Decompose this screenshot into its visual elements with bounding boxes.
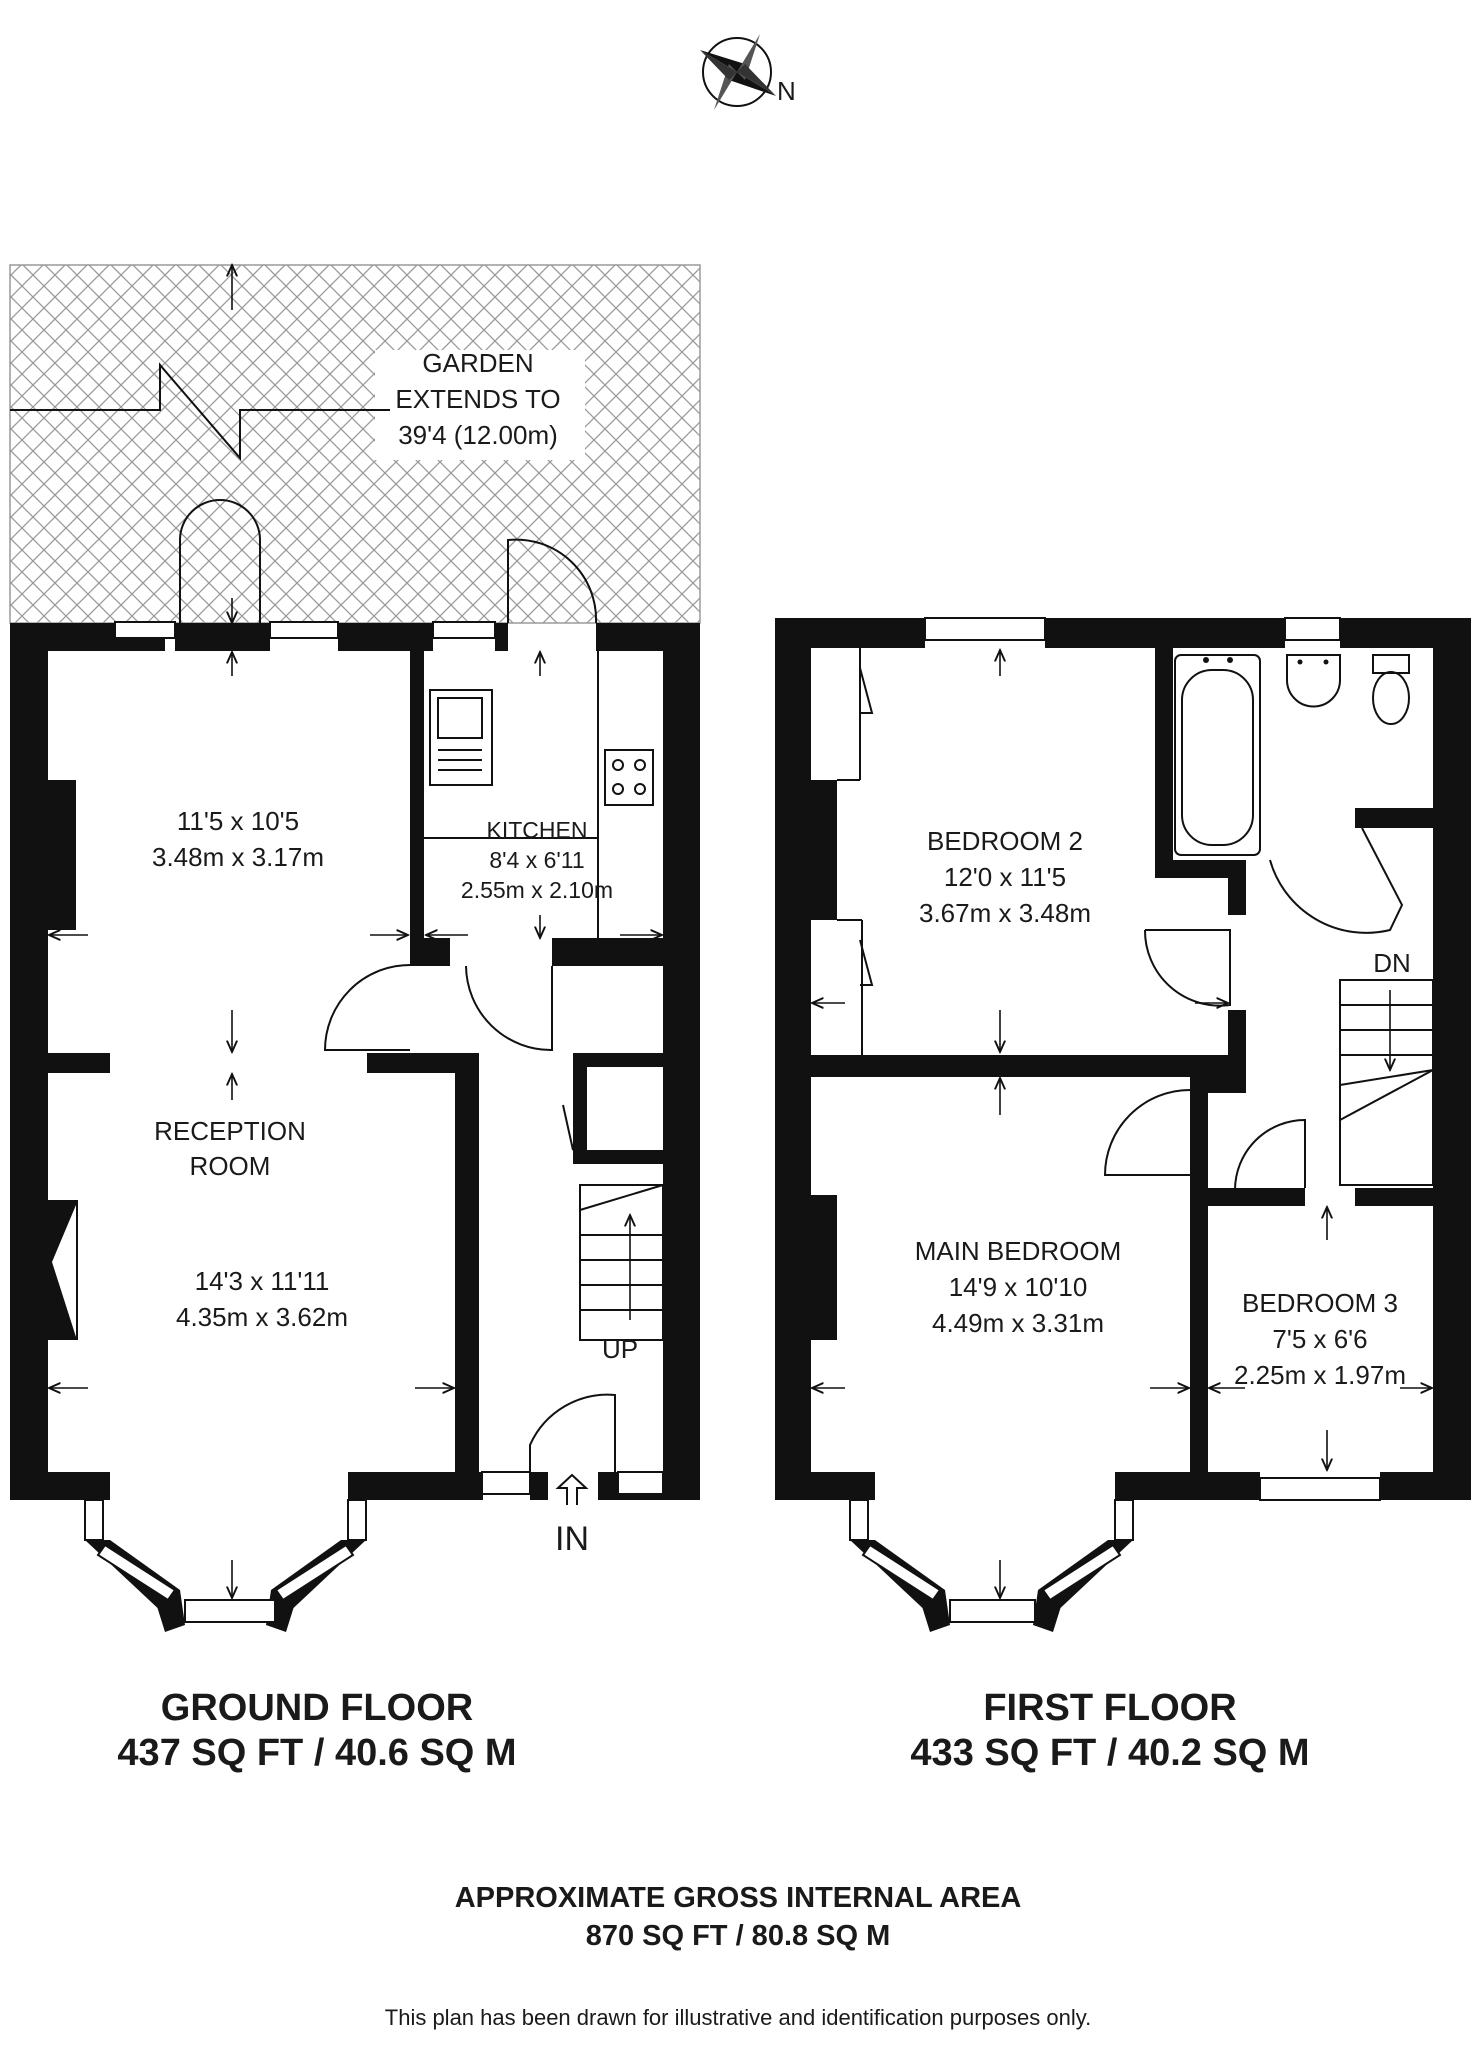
main-bedroom-metric: 4.49m x 3.31m [932,1308,1104,1338]
dining-room-metric: 3.48m x 3.17m [152,842,324,872]
bedroom2-metric: 3.67m x 3.48m [919,898,1091,928]
stairs-up-label: UP [602,1334,638,1364]
ground-floor-title: GROUND FLOOR [161,1687,473,1729]
garden-label-line3: 39'4 (12.00m) [398,420,558,450]
bedroom2-name: BEDROOM 2 [927,826,1083,856]
entrance-arrow-icon [555,1473,589,1505]
ground-floor-area: 437 SQ FT / 40.6 SQ M [117,1732,516,1774]
first-floor-title: FIRST FLOOR [983,1687,1236,1729]
toilet-icon [1372,654,1410,674]
stairs-down-label: DN [1373,948,1411,978]
bedroom3-imperial: 7'5 x 6'6 [1272,1324,1367,1354]
garden-label-line2: EXTENDS TO [395,384,560,414]
bedroom2-imperial: 12'0 x 11'5 [944,862,1066,892]
first-floor-area: 433 SQ FT / 40.2 SQ M [910,1732,1309,1774]
kitchen-name: KITCHEN [487,817,588,843]
kitchen-metric: 2.55m x 2.10m [461,877,613,903]
first-floor-plan [775,617,1471,1632]
compass-rose-icon [700,34,776,110]
first-stairs [1339,979,1434,1186]
bathtub-icon [1174,654,1261,856]
main-bedroom-imperial: 14'9 x 10'10 [949,1272,1088,1302]
garden-area [9,264,701,624]
entrance-label: IN [555,1520,589,1558]
ground-stairs [579,1184,664,1341]
bedroom3-name: BEDROOM 3 [1242,1288,1398,1318]
reception-metric: 4.35m x 3.62m [176,1302,348,1332]
gross-area-heading: APPROXIMATE GROSS INTERNAL AREA [455,1882,1022,1914]
kitchen-imperial: 8'4 x 6'11 [489,847,584,873]
reception-imperial: 14'3 x 11'11 [195,1266,330,1296]
ground-floor-plan [9,264,701,1632]
compass-north-label: N [777,76,796,106]
dining-room-imperial: 11'5 x 10'5 [177,806,299,836]
washbasin-icon [1286,654,1341,708]
garden-label-line1: GARDEN [422,348,533,378]
reception-name-line1: RECEPTION [154,1116,306,1146]
reception-name-line2: ROOM [190,1151,271,1181]
sink-icon [429,689,493,786]
disclaimer-text: This plan has been drawn for illustrativ… [385,2005,1091,2030]
hob-icon [604,749,654,806]
ground-bay-window [84,1499,367,1632]
bedroom3-metric: 2.25m x 1.97m [1234,1360,1406,1390]
main-bedroom-name: MAIN BEDROOM [915,1236,1122,1266]
first-bay-window [849,1499,1134,1632]
gross-area-total: 870 SQ FT / 80.8 SQ M [586,1920,891,1952]
